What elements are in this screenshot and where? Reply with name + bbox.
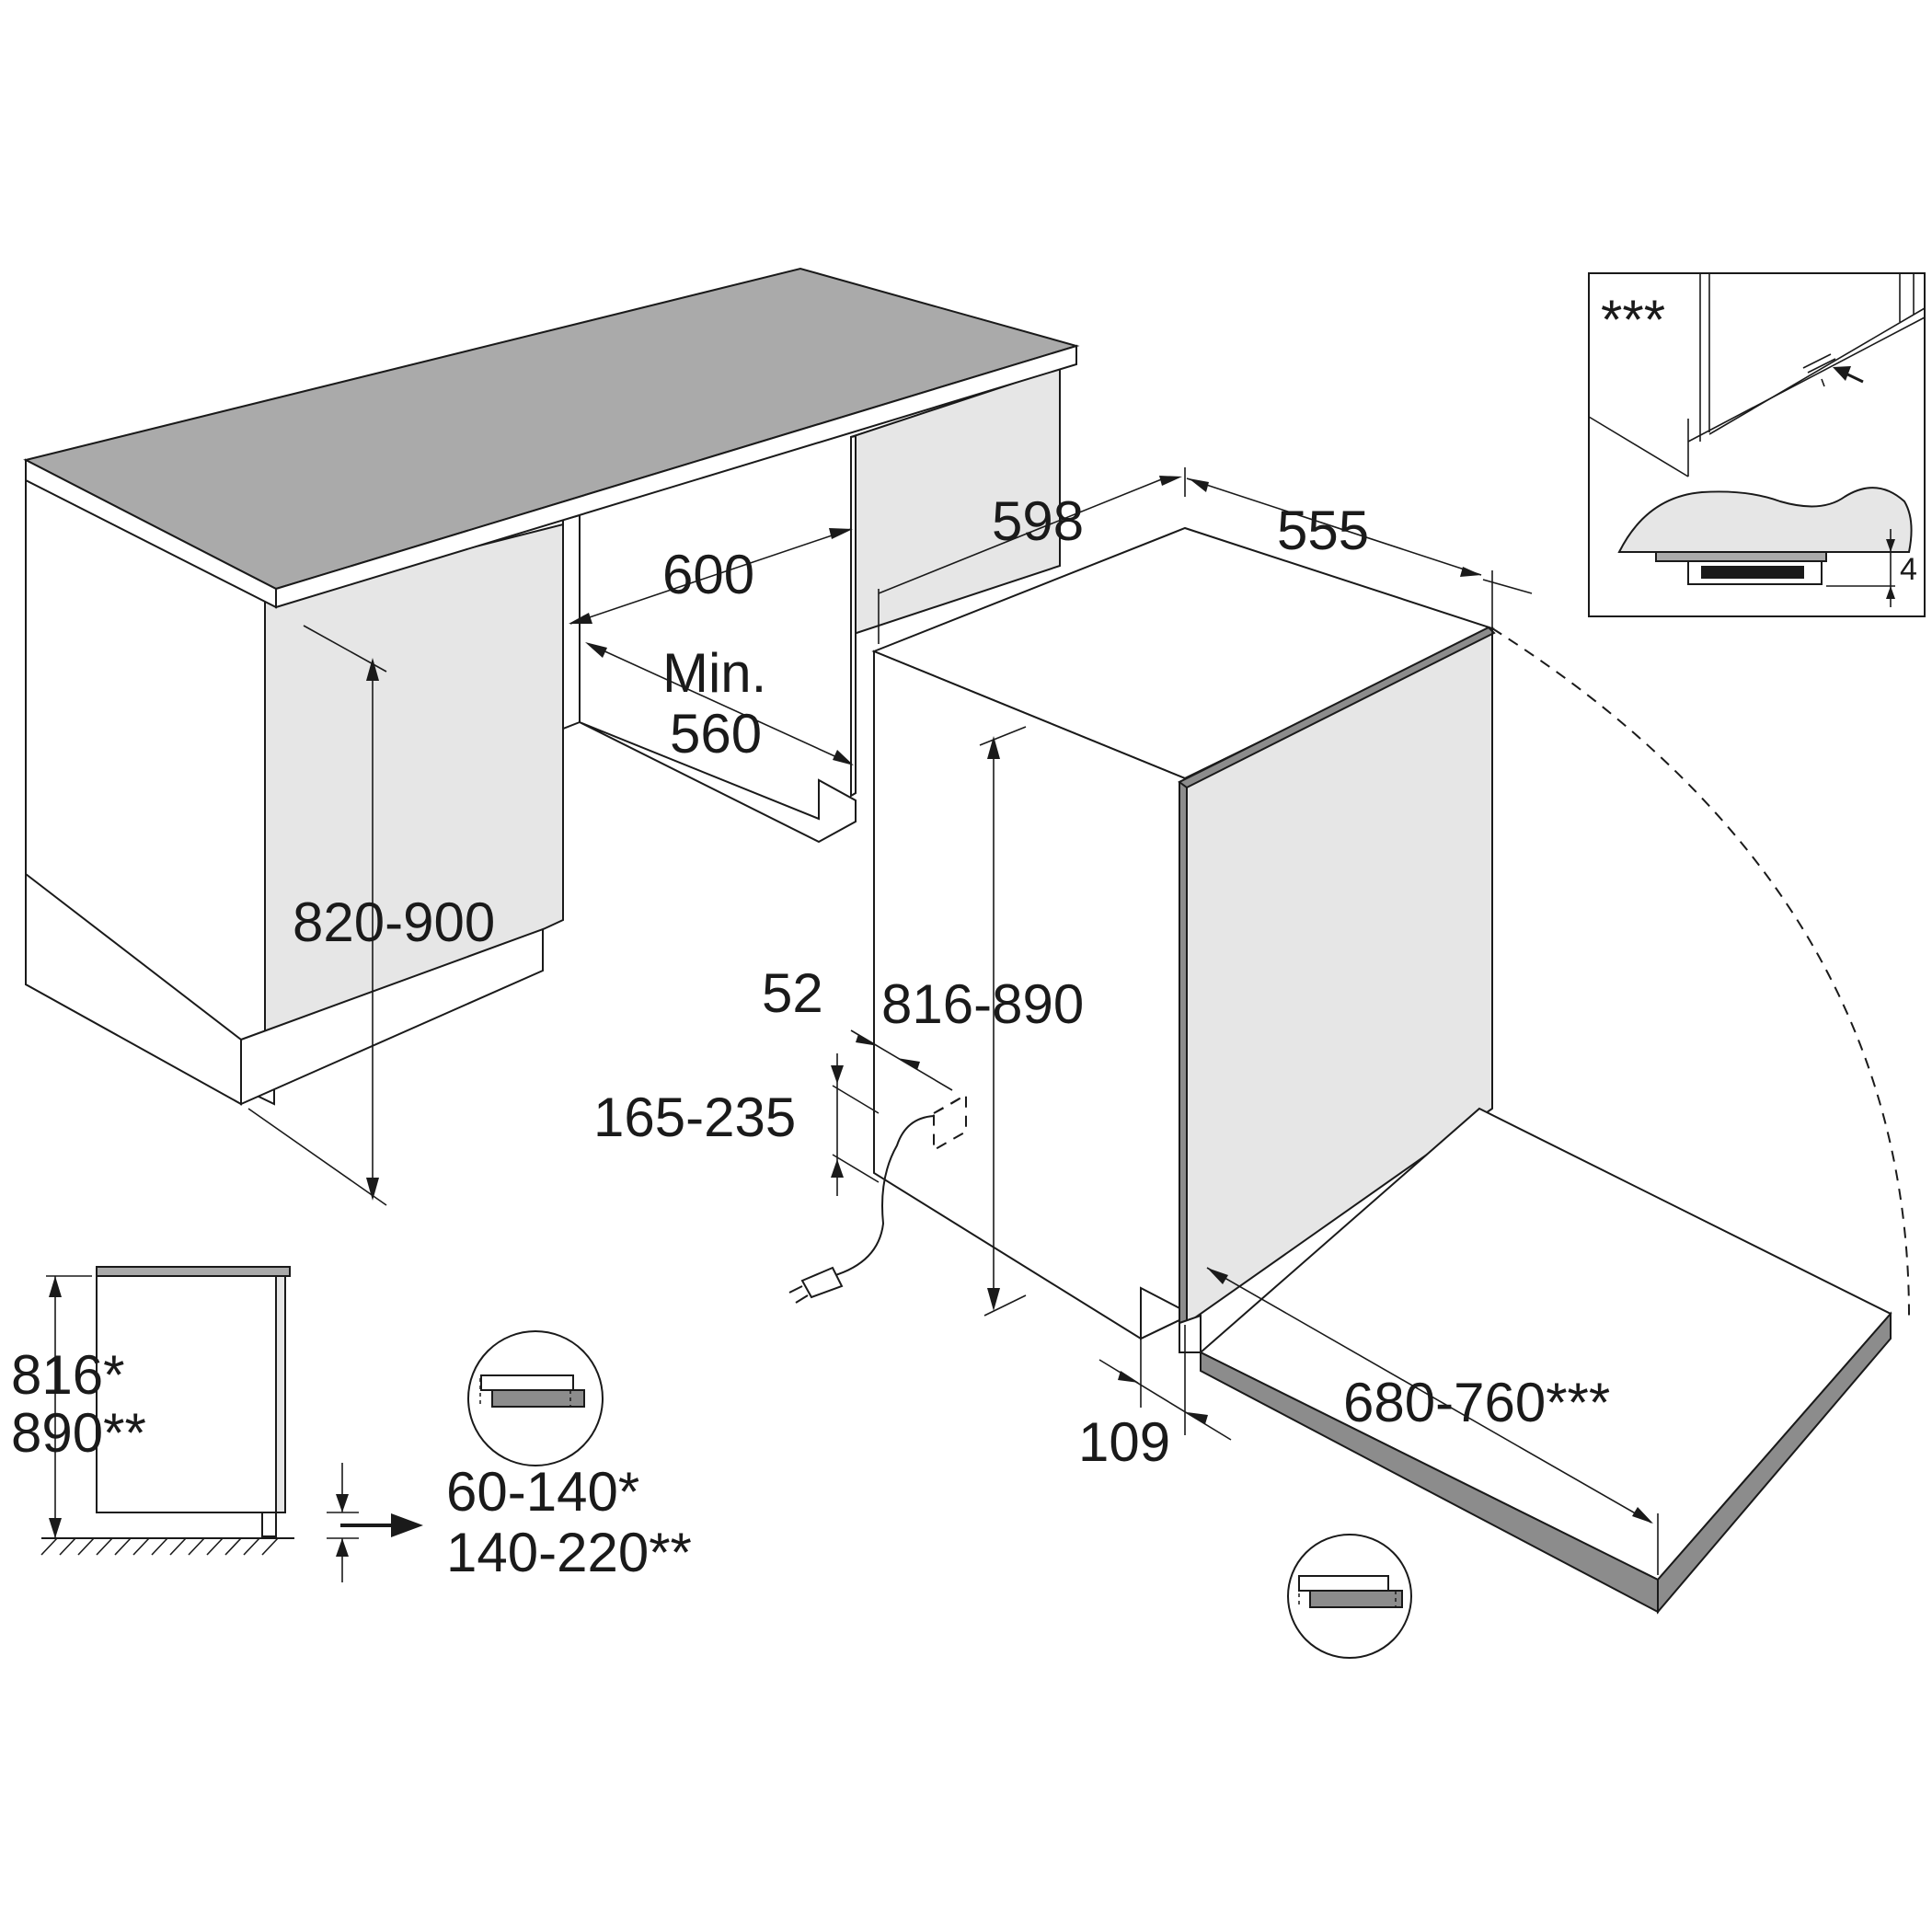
appliance-depth-label: 555 (1277, 500, 1369, 561)
side-height-b-label: 890** (11, 1402, 146, 1464)
floor-hatching (40, 1537, 279, 1556)
hinge-block (1179, 1314, 1202, 1353)
connection-height-label: 165-235 (593, 1087, 796, 1148)
profile-body (96, 1275, 277, 1513)
cabinet-left-front-plinth (240, 927, 544, 1106)
worktop-side-edge (275, 344, 1077, 609)
open-door-side-strip (1657, 1311, 1892, 1615)
door-edge-strip (1179, 776, 1188, 1330)
dimension-labels: 820-900 600 Min. 560 598 555 816-890 52 … (11, 289, 1917, 1583)
cabinet-right-panel-edge (850, 434, 857, 798)
door-swing-arc (1491, 627, 1910, 1317)
dishwasher-body (871, 526, 1496, 1340)
dimension-arrow-icon (366, 658, 379, 681)
power-connection (788, 1093, 967, 1304)
niche-width-label: 600 (662, 544, 754, 605)
dimension-lines (247, 467, 1659, 1575)
inset-pointer-arrow (1833, 366, 1851, 381)
side-offset-label: 52 (762, 962, 823, 1024)
appliance-width-label: 598 (992, 490, 1084, 552)
open-door (1179, 627, 1910, 1615)
niche-floor (579, 721, 857, 844)
inset-gap-label: 4 (1900, 552, 1917, 587)
appliance-height-label: 816-890 (881, 973, 1084, 1035)
profile-worktop (96, 1266, 291, 1277)
inset-door-section (1617, 487, 1913, 553)
profile-door (275, 1275, 286, 1513)
toe-recess-label: 109 (1078, 1411, 1170, 1473)
side-height-a-label: 816* (11, 1344, 124, 1406)
niche-min-value-label: 560 (670, 703, 762, 765)
door-hinge-icon (1287, 1534, 1412, 1659)
side-profile-detail (40, 1266, 423, 1582)
door-hinge-icon (467, 1330, 604, 1466)
inset-frame (1588, 272, 1926, 617)
power-plug-icon (788, 1266, 844, 1304)
door-range-label: 680-760*** (1343, 1372, 1610, 1433)
plinth-b-label: 140-220** (446, 1522, 692, 1583)
kitchen-cabinet (23, 267, 1080, 1106)
profile-plinth (261, 1512, 277, 1537)
inset-marker-label: *** (1601, 289, 1665, 351)
inset-detail (1588, 272, 1926, 617)
cabinet-height-label: 820-900 (293, 891, 495, 953)
power-cable (832, 1115, 935, 1277)
niche-min-label: Min. (662, 642, 766, 704)
door-top-strip (1178, 626, 1496, 789)
water-connection-box (933, 1093, 967, 1152)
plinth-a-label: 60-140* (446, 1461, 639, 1523)
